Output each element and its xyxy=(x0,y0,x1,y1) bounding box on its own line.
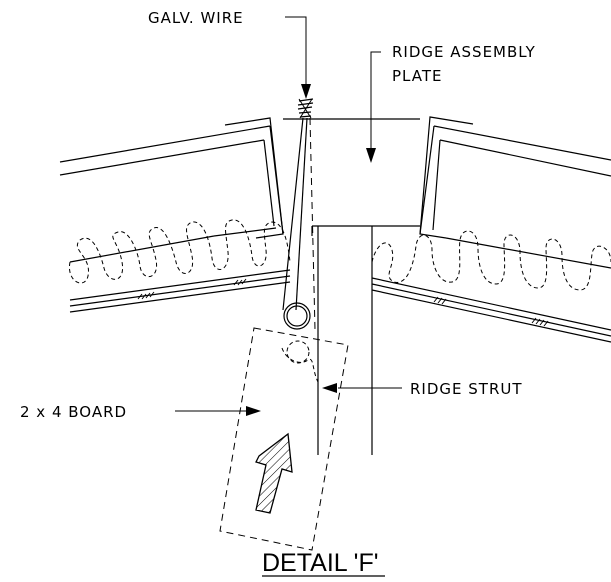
insulation-left xyxy=(69,219,291,313)
ridge-plate-leader xyxy=(366,51,381,163)
board-label: 2 x 4 BOARD xyxy=(20,403,127,421)
ridge-assembly-label-line1: RIDGE ASSEMBLY xyxy=(392,43,536,61)
ridge-assembly-plate xyxy=(283,118,420,236)
right-roof-panel xyxy=(419,116,611,269)
insulation-right xyxy=(371,230,611,343)
detail-title: DETAIL 'F' xyxy=(262,549,379,577)
push-arrow-icon xyxy=(255,432,293,514)
galv-wire xyxy=(282,98,316,331)
galv-wire-label: GALV. WIRE xyxy=(148,9,244,27)
ridge-strut-label: RIDGE STRUT xyxy=(410,380,523,398)
galv-wire-leader xyxy=(285,16,311,99)
ridge-assembly-label-line2: PLATE xyxy=(392,67,442,85)
left-roof-panel xyxy=(59,117,284,263)
ridge-strut-leader xyxy=(322,383,402,393)
ridge-strut xyxy=(317,226,373,455)
board-outline xyxy=(219,327,349,551)
board-leader xyxy=(175,406,261,416)
